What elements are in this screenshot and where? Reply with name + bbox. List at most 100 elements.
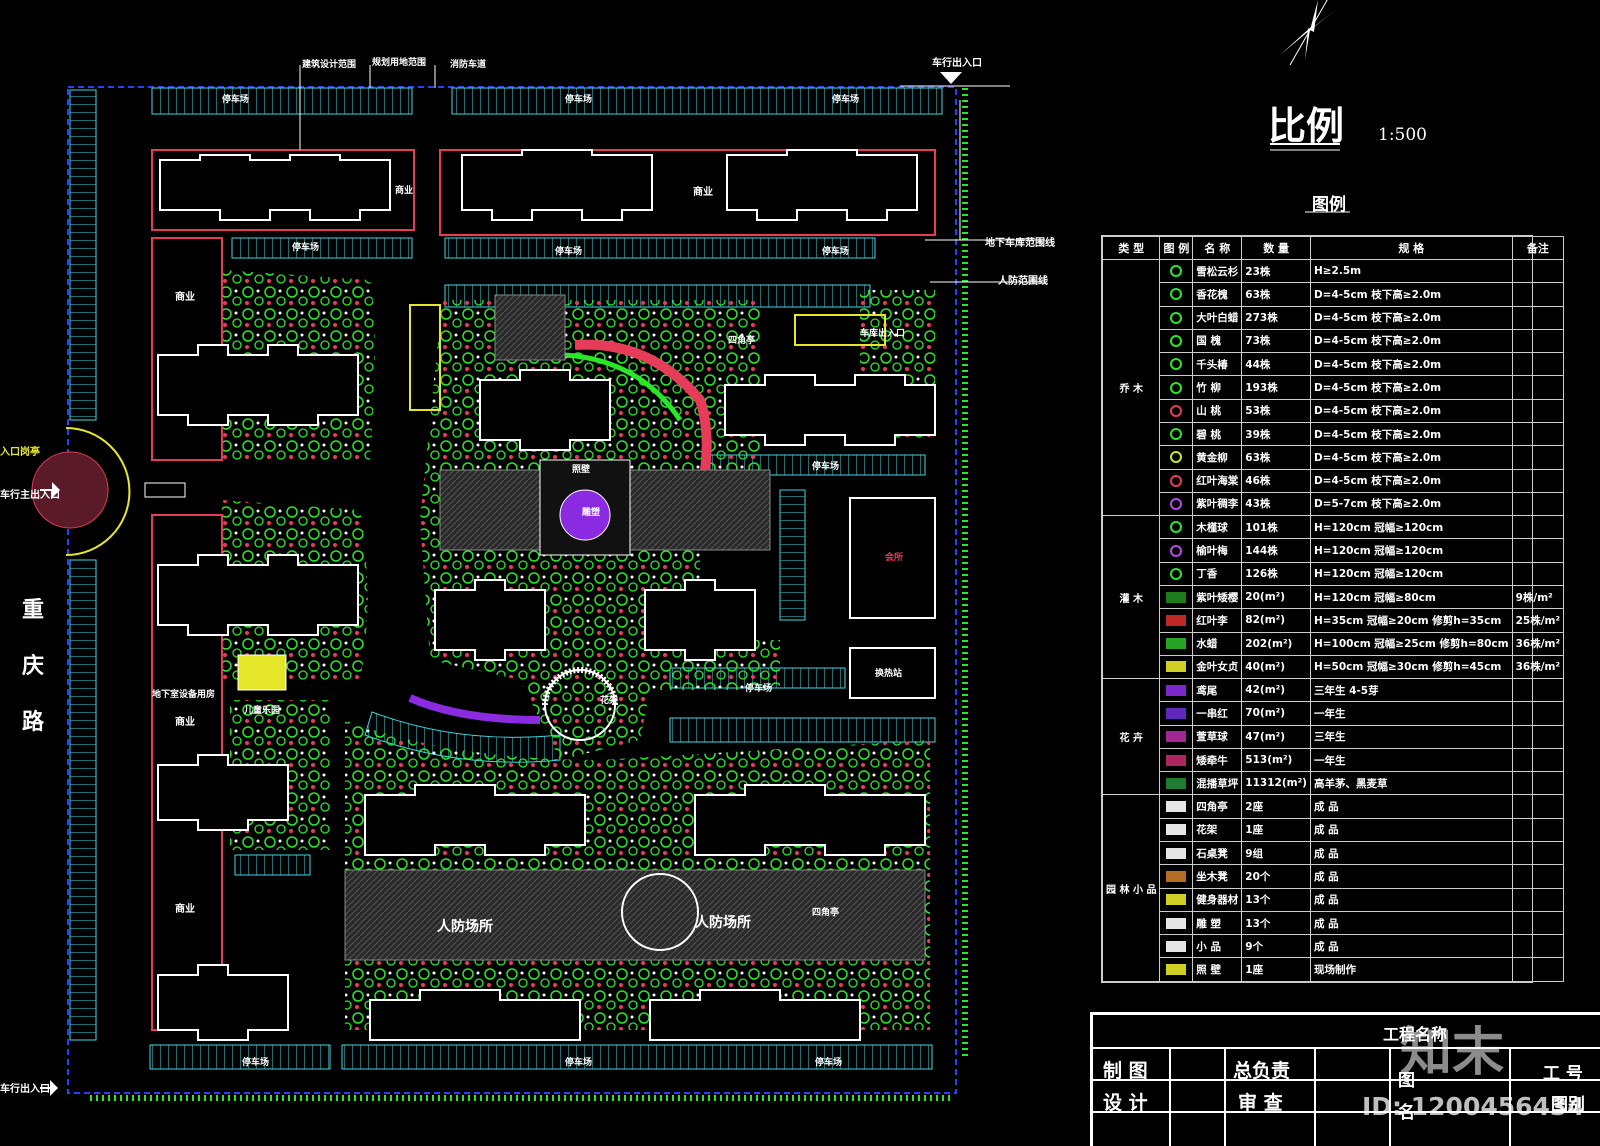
legend-symbol — [1159, 491, 1194, 517]
legend-qty: 23株 — [1241, 258, 1311, 284]
legend-symbol — [1159, 258, 1194, 284]
legend-note: 36株/m² — [1511, 654, 1565, 680]
screen-wall-label: 照壁 — [572, 465, 591, 475]
legend-symbol — [1159, 561, 1194, 586]
legend-qty: 126株 — [1241, 561, 1311, 586]
legend-spec: H=120cm 冠幅≥80cm — [1309, 584, 1513, 610]
legend-symbol — [1159, 724, 1194, 749]
legend-note — [1511, 328, 1565, 354]
legend-spec: 成 品 — [1309, 841, 1513, 866]
legend-name: 四角亭 — [1192, 794, 1243, 819]
legend-header: 名 称 — [1192, 236, 1243, 260]
legend-spec: 三年生 4-5芽 — [1309, 678, 1513, 703]
legend-swatch-icon — [1166, 614, 1187, 626]
legend-swatch-icon — [1166, 847, 1187, 859]
legend-spec: D=4-5cm 枝下高≥2.0m — [1309, 328, 1513, 354]
commercial-label: 商业 — [693, 187, 713, 198]
legend-note — [1511, 817, 1565, 843]
legend-name: 雕 塑 — [1192, 910, 1243, 936]
legend-qty: 63株 — [1241, 445, 1311, 470]
legend-header-row: 类 型 图 例 名 称 数 量 规 格 备注 — [1101, 236, 1565, 260]
legend-name: 千头椿 — [1192, 352, 1243, 377]
commercial-label: 商业 — [175, 717, 195, 728]
boundary-label: 规划用地范围 — [372, 58, 427, 68]
station-label: 换热站 — [875, 669, 903, 679]
legend-spec: 成 品 — [1309, 910, 1513, 936]
legend-qty: 40(m²) — [1241, 654, 1311, 680]
legend-name: 鸢尾 — [1192, 678, 1243, 703]
legend-swatch-icon — [1166, 661, 1187, 673]
parking-strip — [69, 559, 97, 1041]
legend-note — [1511, 841, 1565, 866]
legend-note — [1511, 352, 1565, 377]
legend-note — [1511, 934, 1565, 959]
boundary-label: 人防范围线 — [998, 276, 1048, 287]
legend-note — [1511, 724, 1565, 749]
legend-symbol — [1159, 445, 1194, 470]
legend-qty: 9个 — [1241, 934, 1311, 959]
parking-strip — [69, 89, 97, 421]
gate-house — [144, 482, 186, 498]
clubhouse-label: 会所 — [885, 553, 904, 563]
legend-note: 9株/m² — [1511, 584, 1565, 610]
pavilion-label: 四角亭 — [728, 336, 756, 346]
legend-qty: 1座 — [1241, 957, 1311, 982]
legend-name: 红叶李 — [1192, 608, 1243, 633]
civil-defense-label: 人防场所 — [437, 919, 493, 935]
legend-swatch-icon — [1166, 917, 1187, 929]
legend-spec: 一年生 — [1309, 701, 1513, 726]
legend-note — [1511, 538, 1565, 563]
legend-symbol — [1159, 701, 1194, 726]
legend-name: 水蜡 — [1192, 631, 1243, 656]
legend-qty: 11312(m²) — [1241, 771, 1311, 796]
scale-title: 比例 — [1268, 104, 1345, 148]
road-name-char: 重 — [22, 598, 45, 623]
legend-qty: 513(m²) — [1241, 747, 1311, 773]
legend-symbol — [1159, 957, 1194, 982]
entrance-curve — [65, 427, 131, 556]
title-block: 工程名称 制 图 总负责 设 计 审 查 图 名 工 号 图别 — [1090, 1012, 1600, 1146]
parking-label: 停车场 — [832, 95, 860, 105]
legend-note — [1511, 445, 1565, 470]
legend-swatch-icon — [1166, 638, 1187, 650]
legend-qty: 47(m²) — [1241, 724, 1311, 749]
legend-note — [1511, 794, 1565, 819]
legend-name: 碧 桃 — [1192, 421, 1243, 447]
watermark-id: ID: 1200456434 — [1362, 1092, 1585, 1121]
legend-note — [1511, 398, 1565, 423]
legend-header: 规 格 — [1309, 236, 1513, 260]
north-arrow-icon — [1280, 0, 1335, 66]
leader-lines — [299, 65, 1045, 283]
commercial-label: 商业 — [175, 904, 195, 915]
legend-qty: 13个 — [1241, 910, 1311, 936]
legend-name: 木槿球 — [1192, 515, 1243, 540]
legend-swatch-icon — [1166, 940, 1187, 952]
civil-defense-plaza — [344, 869, 926, 961]
entrance-arrow — [52, 482, 60, 498]
legend-qty: 20个 — [1241, 864, 1311, 889]
legend-swatch-icon — [1170, 288, 1183, 301]
legend-spec: H=35cm 冠幅≥20cm 修剪h=35cm — [1309, 608, 1513, 633]
legend-note: 25株/m² — [1511, 608, 1565, 633]
legend-category: 乔 木 — [1101, 258, 1161, 517]
flower-band — [574, 339, 712, 471]
legend-swatch-icon — [1170, 474, 1183, 487]
legend-heading: 图例 — [1312, 195, 1346, 215]
title-design-label: 设 计 — [1103, 1092, 1148, 1114]
legend-spec: 高羊茅、黑麦草 — [1309, 771, 1513, 796]
boundary-label: 消防车道 — [450, 60, 487, 70]
